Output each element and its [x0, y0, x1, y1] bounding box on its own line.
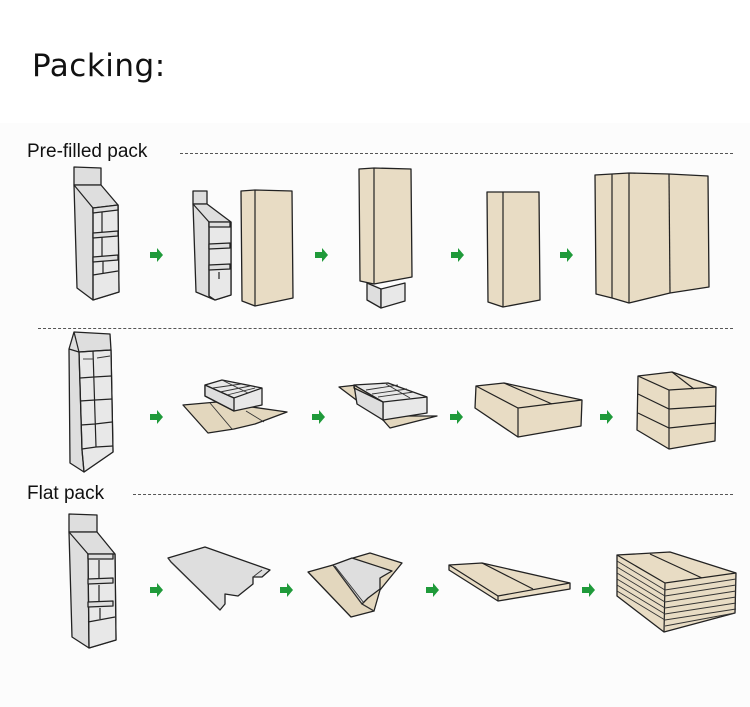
- section-divider-middle: [38, 328, 733, 329]
- section-divider-flat: [133, 494, 733, 495]
- arrow-icon: [582, 583, 595, 597]
- step-display-in-folding-carton: [338, 382, 438, 429]
- step-stacked-cartons: [636, 371, 717, 450]
- arrow-icon: [315, 248, 328, 262]
- step-flattened-display-board: [167, 546, 271, 611]
- arrow-icon: [312, 410, 325, 424]
- page-title: Packing:: [32, 48, 166, 84]
- section-label-prefilled: Pre-filled pack: [27, 141, 148, 162]
- step-assembled-display-stand: [68, 513, 117, 649]
- step-sealed-tall-carton: [486, 191, 541, 308]
- section-label-flat: Flat pack: [27, 483, 105, 504]
- step-cartons-grouped: [594, 172, 710, 304]
- step-display-stand-with-outer-carton: [192, 189, 294, 307]
- arrow-icon: [426, 583, 439, 597]
- step-assembled-display-stand: [73, 166, 120, 301]
- arrow-icon: [150, 248, 163, 262]
- step-sealed-flat-carton: [448, 562, 571, 602]
- step-assembled-shelf-display: [68, 331, 114, 473]
- arrow-icon: [600, 410, 613, 424]
- step-flat-board-in-carton: [307, 552, 403, 618]
- arrow-icon: [450, 410, 463, 424]
- arrow-icon: [150, 583, 163, 597]
- arrow-icon: [451, 248, 464, 262]
- step-sealed-flat-carton: [474, 382, 583, 438]
- step-carton-sliding-over-stand: [358, 167, 413, 309]
- section-divider-prefilled: [180, 153, 733, 154]
- step-display-on-unfolded-carton: [182, 379, 288, 434]
- arrow-icon: [150, 410, 163, 424]
- arrow-icon: [560, 248, 573, 262]
- step-stacked-flat-cartons: [616, 551, 737, 633]
- arrow-icon: [280, 583, 293, 597]
